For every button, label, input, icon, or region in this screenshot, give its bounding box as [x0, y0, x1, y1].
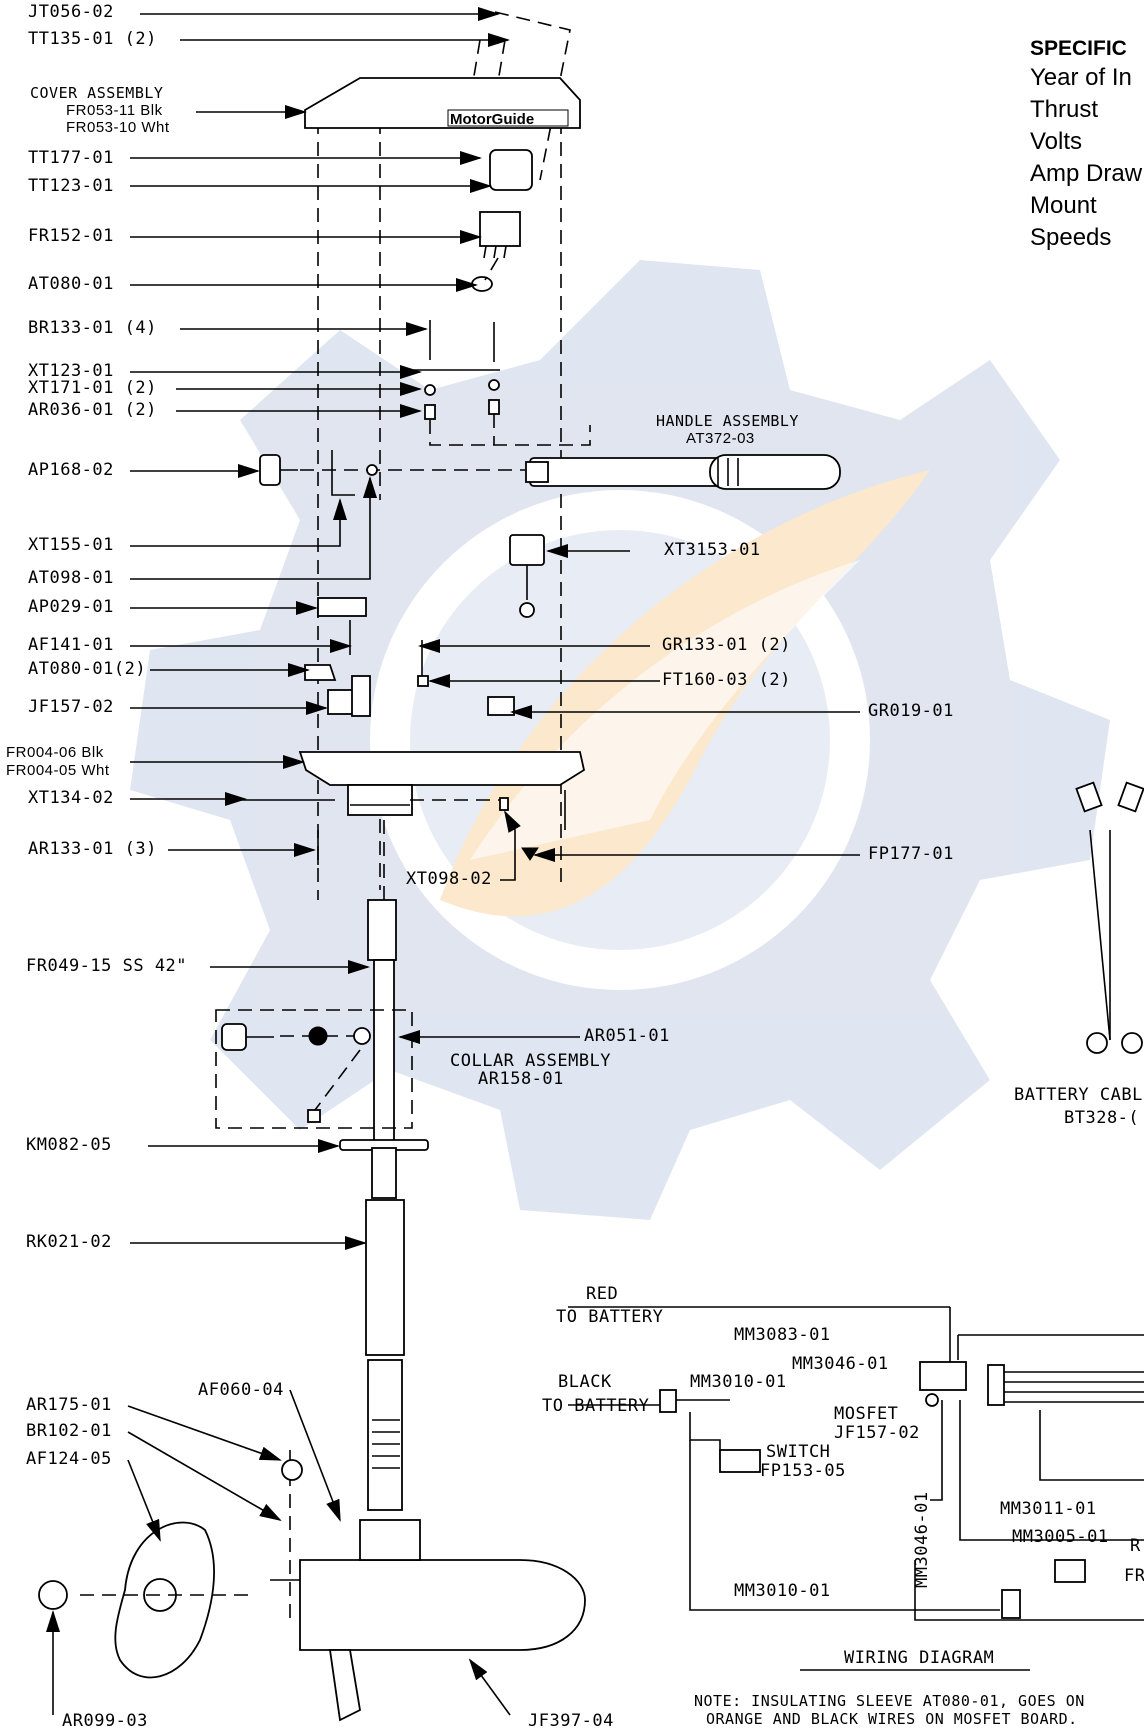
wiring-to-battery-black: TO BATTERY	[542, 1396, 650, 1416]
label-ar099-03: AR099-03	[62, 1711, 148, 1731]
label-cover-assembly: COVER ASSEMBLY	[30, 84, 164, 102]
label-ar175-01: AR175-01	[26, 1395, 112, 1415]
wiring-diagram-title: WIRING DIAGRAM	[844, 1648, 995, 1668]
wiring-mosfet: MOSFET	[834, 1404, 899, 1424]
wiring-mm3010-01-a: MM3010-01	[690, 1372, 787, 1392]
label-fr004-06: FR004-06 Blk	[6, 744, 104, 761]
wiring-fr-fragment: FR	[1124, 1566, 1144, 1586]
label-handle-assembly: HANDLE ASSEMBLY	[656, 412, 799, 430]
label-br102-01: BR102-01	[26, 1421, 112, 1441]
label-xt098-02: XT098-02	[406, 869, 492, 889]
wiring-switch: SWITCH	[766, 1442, 831, 1462]
spec-volts: Volts	[1030, 128, 1083, 155]
label-at080-01: AT080-01	[28, 274, 114, 294]
spec-amp-draw: Amp Draw	[1030, 160, 1143, 187]
label-fp177-01: FP177-01	[868, 844, 954, 864]
label-gr019-01: GR019-01	[868, 701, 954, 721]
label-at098-01: AT098-01	[28, 568, 114, 588]
label-fr152-01: FR152-01	[28, 226, 114, 246]
label-collar-assembly: COLLAR ASSEMBLY	[450, 1051, 612, 1071]
wiring-note-line-1: NOTE: INSULATING SLEEVE AT080-01, GOES O…	[694, 1692, 1085, 1710]
label-xt123-01: XT123-01	[28, 361, 114, 381]
wiring-mm3083-01: MM3083-01	[734, 1325, 831, 1345]
label-xt3153-01: XT3153-01	[664, 540, 761, 560]
label-bt328: BT328-(	[1064, 1108, 1140, 1128]
label-ft160-03: FT160-03 (2)	[662, 670, 791, 690]
wiring-to-battery-red: TO BATTERY	[556, 1307, 664, 1327]
label-ap029-01: AP029-01	[28, 597, 114, 617]
label-af124-05: AF124-05	[26, 1449, 112, 1469]
label-jt056-02: JT056-02	[28, 2, 114, 22]
spec-mount: Mount	[1030, 192, 1097, 219]
spec-thrust: Thrust	[1030, 96, 1099, 123]
spec-year: Year of In	[1030, 64, 1132, 91]
label-ar036-01: AR036-01 (2)	[28, 400, 157, 420]
label-af141-01: AF141-01	[28, 635, 114, 655]
label-xt171-01: XT171-01 (2)	[28, 378, 157, 398]
wiring-mm3005-01: MM3005-01	[1012, 1527, 1109, 1547]
spec-speeds: Speeds	[1030, 224, 1112, 251]
wiring-jf157-02: JF157-02	[834, 1423, 920, 1443]
wiring-mm3010-01-b: MM3010-01	[734, 1581, 831, 1601]
label-at080-01-2: AT080-01(2)	[28, 659, 147, 679]
label-gr133-01: GR133-01 (2)	[662, 635, 791, 655]
wiring-black: BLACK	[558, 1372, 612, 1392]
wiring-note-line-2: ORANGE AND BLACK WIRES ON MOSFET BOARD.	[706, 1710, 1078, 1728]
label-jf157-02: JF157-02	[28, 697, 114, 717]
label-fr049-15: FR049-15 SS 42"	[26, 956, 188, 976]
wiring-red: RED	[586, 1284, 619, 1304]
wiring-r-fragment: R	[1130, 1536, 1141, 1556]
label-tt177-01: TT177-01	[28, 148, 114, 168]
cover-logo: MotorGuide	[450, 111, 534, 128]
label-fr004-05: FR004-05 Wht	[6, 762, 110, 779]
label-tt135-01: TT135-01 (2)	[28, 29, 157, 49]
label-tt123-01: TT123-01	[28, 176, 114, 196]
specs-title: SPECIFIC	[1030, 37, 1127, 60]
label-br133-01: BR133-01 (4)	[28, 318, 157, 338]
label-ar133-01: AR133-01 (3)	[28, 839, 157, 859]
wiring-mm3011-01: MM3011-01	[1000, 1499, 1097, 1519]
wiring-mm3046-01: MM3046-01	[792, 1354, 889, 1374]
label-rk021-02: RK021-02	[26, 1232, 112, 1252]
label-fr053-10: FR053-10 Wht	[66, 119, 170, 136]
label-ar051-01: AR051-01	[584, 1026, 670, 1046]
label-ap168-02: AP168-02	[28, 460, 114, 480]
label-ar158-01: AR158-01	[478, 1069, 564, 1089]
label-xt134-02: XT134-02	[28, 788, 114, 808]
wiring-mm3046-01-vertical: MM3046-01	[912, 1491, 932, 1588]
label-xt155-01: XT155-01	[28, 535, 114, 555]
label-jf397-04: JF397-04	[528, 1711, 614, 1731]
label-at372-03: AT372-03	[686, 430, 755, 447]
label-fr053-11: FR053-11 Blk	[66, 102, 163, 119]
label-battery-cable: BATTERY CABL	[1014, 1085, 1143, 1105]
label-km082-05: KM082-05	[26, 1135, 112, 1155]
wiring-fp153-05: FP153-05	[760, 1461, 846, 1481]
label-af060-04: AF060-04	[198, 1380, 284, 1400]
